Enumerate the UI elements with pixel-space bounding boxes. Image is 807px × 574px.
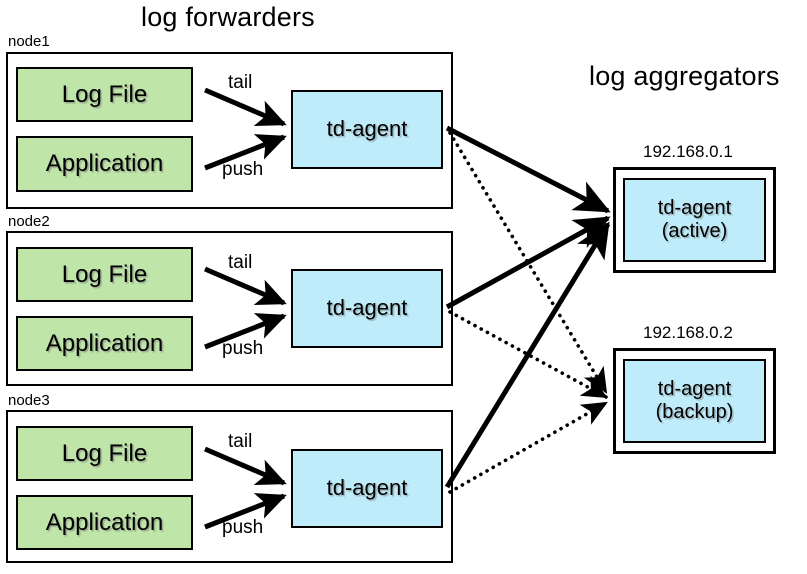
source-box-log-file-node1: Log File <box>16 67 193 122</box>
forwarder-to-active-links <box>444 125 611 489</box>
node-label-node2: node2 <box>8 213 50 230</box>
edge-label-tail-node1: tail <box>228 72 253 93</box>
aggregator-agent-active: td-agent (active) <box>623 178 766 262</box>
aggregator-agent-role-active: (active) <box>661 220 728 242</box>
source-box-log-file-node2: Log File <box>16 247 193 302</box>
aggregator-agent-role-backup: (backup) <box>655 401 734 423</box>
edge-label-tail-node3: tail <box>228 431 253 452</box>
source-box-log-file-node3: Log File <box>16 426 193 481</box>
aggregator-agent-backup: td-agent (backup) <box>623 359 766 443</box>
forwarder-agent-node3: td-agent <box>291 449 443 528</box>
aggregator-ip-label-backup: 192.168.0.2 <box>643 323 733 342</box>
edge-label-push-node2: push <box>222 338 264 359</box>
aggregator-ip-label-active: 192.168.0.1 <box>643 142 733 161</box>
edge-label-push-node1: push <box>222 159 264 180</box>
aggregator-agent-name-backup: td-agent <box>657 378 732 400</box>
edge-label-push-node3: push <box>222 517 264 538</box>
source-box-application-node1: Application <box>16 136 193 192</box>
forwarder-to-backup-links <box>448 131 608 494</box>
log-aggregators-heading: log aggregators <box>589 61 780 91</box>
node-label-node1: node1 <box>8 33 50 50</box>
forwarder-agent-node2: td-agent <box>291 269 443 348</box>
edge-label-tail-node2: tail <box>228 252 253 273</box>
aggregator-agent-name-active: td-agent <box>657 197 732 219</box>
source-box-application-node3: Application <box>16 495 193 550</box>
source-box-application-node2: Application <box>16 316 193 371</box>
node-label-node3: node3 <box>8 392 50 409</box>
log-forwarders-heading: log forwarders <box>141 2 315 32</box>
forwarder-agent-node1: td-agent <box>291 90 443 169</box>
